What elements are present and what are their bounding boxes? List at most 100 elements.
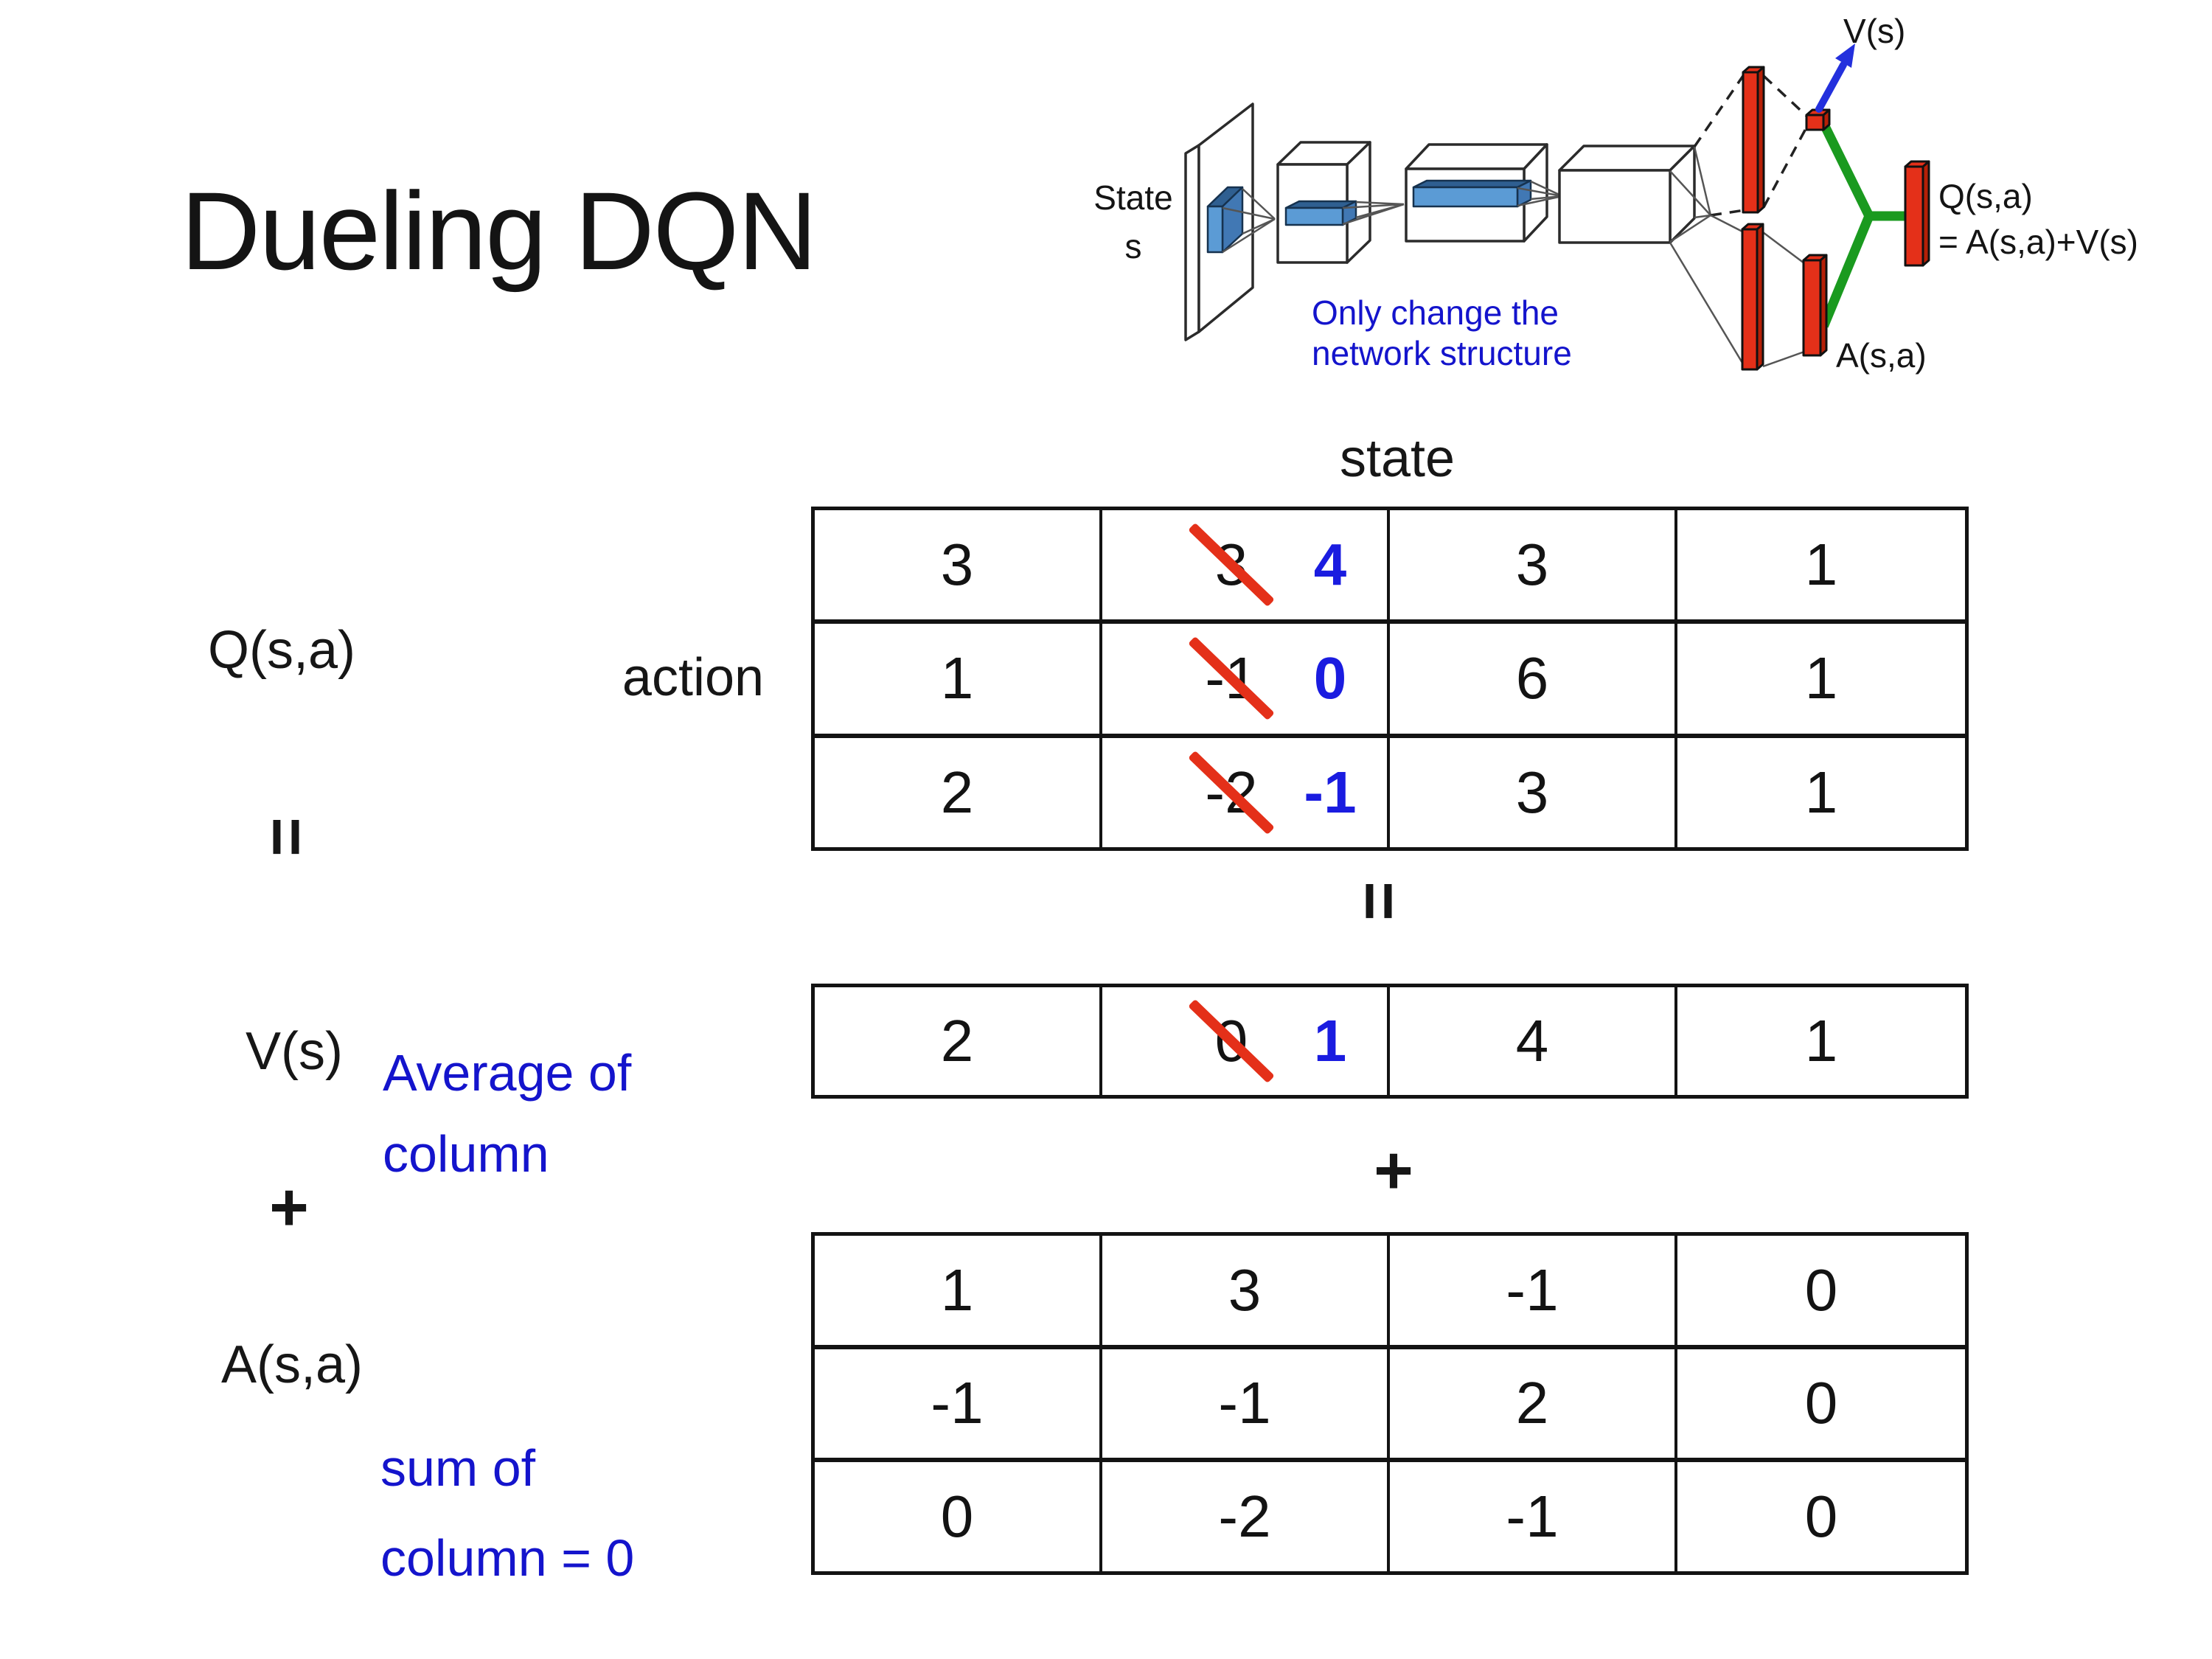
dueling-network-diagram: State s V(s) Q(s,a) = A(s,a)+V(s) A(s,a)…: [1093, 12, 2138, 375]
table-cell: 1: [815, 1236, 1102, 1349]
cell-value: 0: [1804, 1370, 1838, 1436]
v-stream-dashed-wires: [1693, 73, 1809, 217]
cell-value: 1: [1804, 532, 1838, 598]
cell-value: 3: [1515, 532, 1549, 598]
table-cell: 3: [1390, 737, 1677, 847]
cell-value: 2: [940, 1008, 974, 1074]
v-value-table: 2 01 4 1: [811, 984, 1969, 1099]
table-cell: 0: [815, 1462, 1102, 1571]
a-function-label: A(s,a): [220, 1335, 364, 1394]
sum-note-line1: sum of: [380, 1439, 536, 1497]
cell-value: 1: [1804, 759, 1838, 825]
cell-value: -1: [1506, 1484, 1559, 1550]
conv-slab-icon: [1206, 186, 1244, 254]
table-cell: 3: [1390, 510, 1677, 625]
table-cell: 6: [1390, 624, 1677, 738]
table-cell: 0: [1677, 1236, 1965, 1349]
table-cell: 2: [815, 987, 1102, 1095]
equals-rotated-mid: =: [1341, 881, 1417, 921]
fan-wires-1: [1222, 188, 1276, 254]
a-stream-fc-bar: [1741, 223, 1764, 371]
v-scalar-output: [1805, 108, 1831, 131]
diagram-q-out-eq: = A(s,a)+V(s): [1938, 223, 2138, 261]
table-cell: 1: [1677, 987, 1965, 1095]
state-header: state: [1339, 429, 1455, 488]
cell-value: -2: [1218, 1484, 1271, 1550]
table-cell: 3: [1102, 1236, 1390, 1349]
new-value: 4: [1313, 532, 1347, 598]
table-cell: 4: [1390, 987, 1677, 1095]
fan-wires-4: [1669, 146, 1712, 243]
cell-value: 1: [1804, 645, 1838, 712]
table-cell: -2: [1102, 1462, 1390, 1571]
cell-value: -1: [1506, 1256, 1559, 1323]
average-note-line1: Average of: [383, 1044, 632, 1102]
cell-value: 1: [1804, 1008, 1838, 1074]
diagram-a-out-label: A(s,a): [1836, 336, 1927, 375]
table-cell: 01: [1102, 987, 1390, 1095]
cell-value: -1: [931, 1370, 984, 1436]
cell-value: -1: [1218, 1370, 1271, 1436]
table-cell: -1: [1390, 1236, 1677, 1349]
diagram-note-line2: network structure: [1312, 334, 1572, 372]
table-cell: -1: [1390, 1462, 1677, 1571]
diagram-q-out-label: Q(s,a): [1938, 177, 2033, 215]
merge-y-connector: [1816, 115, 1912, 328]
v-output-arrow-icon: [1815, 44, 1855, 113]
q-function-label: Q(s,a): [207, 621, 356, 680]
cell-value: 1: [940, 1256, 974, 1323]
plus-sign-mid: +: [1374, 1133, 1413, 1208]
cell-value: 6: [1515, 645, 1549, 712]
q-output-bar: [1904, 160, 1930, 267]
table-cell: -1: [815, 1349, 1102, 1463]
table-cell: 0: [1677, 1349, 1965, 1463]
table-cell: 1: [1677, 738, 1965, 847]
average-note-line2: column: [383, 1125, 549, 1183]
conv-layer-3: [1558, 145, 1696, 244]
table-cell: 1: [1677, 510, 1965, 625]
plus-sign-left: +: [269, 1169, 309, 1245]
cell-value: 2: [940, 759, 974, 825]
new-value: -1: [1304, 759, 1357, 825]
page-title: Dueling DQN: [181, 169, 818, 293]
table-cell: 2: [815, 737, 1102, 847]
table-cell: -10: [1102, 624, 1390, 738]
a-stream-wires: [1669, 214, 1805, 368]
cell-value: 0: [1804, 1484, 1838, 1550]
v-function-label: V(s): [246, 1022, 343, 1081]
table-cell: -2-1: [1102, 737, 1390, 847]
table-cell: 3: [815, 510, 1102, 625]
average-of-column-note: Average of column: [383, 1032, 631, 1194]
input-plane: [1184, 102, 1254, 341]
diagram-v-out-label: V(s): [1843, 12, 1905, 50]
v-stream-fc-bar: [1742, 66, 1765, 214]
table-cell: 1: [1677, 624, 1965, 738]
table-cell: 1: [815, 624, 1102, 738]
sum-of-column-note: sum of column = 0: [380, 1423, 634, 1603]
diagram-state-sub: s: [1125, 227, 1142, 265]
diagram-note-line1: Only change the: [1312, 293, 1559, 332]
table-cell: -1: [1102, 1349, 1390, 1463]
fan-wires-3: [1517, 180, 1563, 207]
cell-value: 2: [1515, 1370, 1549, 1436]
feature-bar-1: [1284, 200, 1357, 226]
sum-note-line2: column = 0: [380, 1529, 635, 1587]
cell-value: 3: [1515, 759, 1549, 825]
equals-rotated-left: =: [248, 817, 324, 857]
new-value: 0: [1313, 645, 1347, 712]
new-value: 1: [1313, 1008, 1347, 1074]
cell-value: 0: [940, 1484, 974, 1550]
action-label: action: [622, 648, 765, 707]
a-vector-output: [1802, 254, 1828, 357]
cell-value: 3: [1228, 1256, 1262, 1323]
diagram-state-label: State: [1093, 178, 1172, 217]
table-cell: 34: [1102, 510, 1390, 625]
a-value-table: 1 3 -1 0 -1 -1 2 0 0 -2 -1 0: [811, 1232, 1969, 1575]
table-cell: 0: [1677, 1462, 1965, 1571]
table-cell: 2: [1390, 1349, 1677, 1463]
cell-value: 4: [1515, 1008, 1549, 1074]
cell-value: 1: [940, 645, 974, 712]
fan-wires-2: [1342, 201, 1405, 226]
